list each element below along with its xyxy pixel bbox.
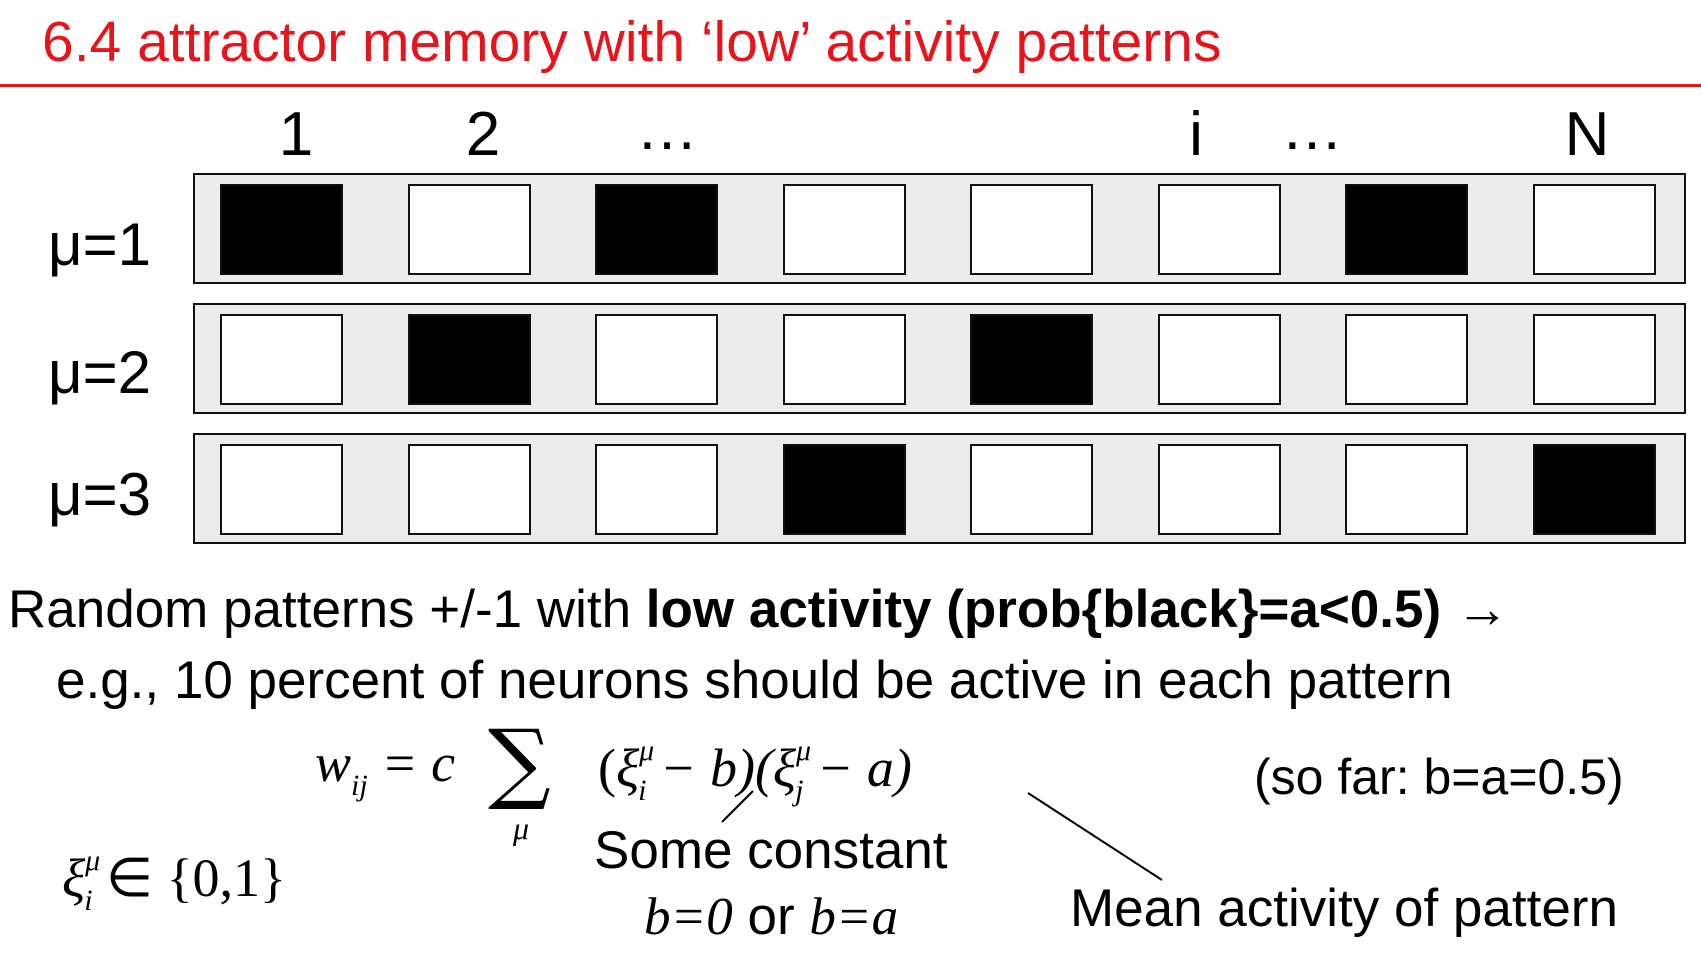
b-equals-a: b=a — [809, 888, 899, 946]
xi-symbol: ξ — [62, 848, 86, 908]
pattern-cell-active — [220, 184, 343, 275]
pattern-cell-inactive — [595, 314, 718, 405]
some-constant-label: Some constant — [594, 821, 948, 880]
pattern-cell-inactive — [782, 314, 906, 405]
pattern-cell-active — [595, 184, 718, 275]
sum-symbol: ∑ — [488, 718, 551, 806]
weight-formula-lhs: wij = c — [315, 736, 455, 801]
xi-subscript: i — [84, 884, 93, 917]
pointer-line-a — [1027, 792, 1163, 881]
pattern-row-2 — [193, 303, 1686, 414]
pattern-cell-active — [782, 444, 906, 535]
pattern-cell-inactive — [1157, 444, 1281, 535]
w-subscript: ij — [351, 769, 368, 802]
pattern-cell-active — [407, 314, 531, 405]
b-zero: b=0 — [644, 888, 733, 946]
weight-formula-rhs: (ξμi − b)(ξμj − a) — [598, 736, 912, 806]
pattern-cell-inactive — [970, 184, 1093, 275]
xi-i-superscript: μ — [639, 734, 655, 767]
pattern-row-3 — [193, 433, 1686, 544]
column-label-ellipsis-1: … — [636, 94, 698, 163]
xi-j-symbol: ξ — [772, 738, 797, 798]
pointer-line-b — [721, 790, 754, 823]
pattern-cell-inactive — [1345, 314, 1468, 405]
minus-b: − b)( — [646, 738, 773, 798]
binary-set-formula: ξμi ∈ {0,1} — [62, 846, 286, 916]
or-word: or — [732, 887, 810, 946]
pattern-row-1 — [193, 173, 1686, 284]
column-label-N: N — [1564, 100, 1610, 169]
low-activity-text: low activity (prob{black}=a<0.5) — [645, 580, 1442, 639]
sum-subscript: μ — [513, 810, 530, 846]
pattern-cell-inactive — [1157, 314, 1281, 405]
pattern-cell-inactive — [407, 444, 531, 535]
pattern-cell-inactive — [595, 444, 718, 535]
column-label-ellipsis-2: … — [1281, 94, 1343, 163]
minus-a: − a) — [803, 738, 912, 798]
pattern-cell-inactive — [1345, 444, 1468, 535]
so-far-note: (so far: b=a=0.5) — [1254, 749, 1624, 805]
sigma-glyph: ∑ — [488, 710, 551, 813]
set-expression: ∈ {0,1} — [92, 848, 286, 908]
mean-activity-label: Mean activity of pattern — [1070, 879, 1618, 938]
column-label-1: 1 — [278, 100, 314, 169]
xi-i-subscript: i — [638, 774, 647, 807]
equals-c: = c — [367, 733, 456, 793]
slide-title: 6.4 attractor memory with ‘low’ activity… — [42, 10, 1222, 74]
row-label-mu-2: μ=2 — [48, 339, 151, 406]
xi-i-symbol: ξ — [615, 738, 640, 798]
column-label-2: 2 — [465, 100, 501, 169]
arrow-right-icon: → — [1455, 580, 1509, 639]
pattern-cell-inactive — [220, 314, 343, 405]
xi-j-subscript: j — [795, 774, 804, 807]
title-underline — [0, 84, 1701, 87]
description-line-2: e.g., 10 percent of neurons should be ac… — [56, 651, 1453, 710]
pattern-cell-active — [970, 314, 1093, 405]
xi-j-superscript: μ — [796, 734, 812, 767]
pattern-cell-inactive — [1532, 314, 1656, 405]
row-label-mu-1: μ=1 — [48, 211, 151, 278]
pattern-cell-inactive — [1157, 184, 1281, 275]
pattern-cell-active — [1345, 184, 1468, 275]
xi-superscript: μ — [85, 844, 101, 877]
open-paren: ( — [598, 738, 616, 798]
pattern-cell-inactive — [407, 184, 531, 275]
w-symbol: w — [315, 733, 352, 793]
b-options-label: b=0 or b=a — [644, 890, 898, 944]
row-label-mu-3: μ=3 — [48, 461, 151, 528]
pattern-cell-inactive — [1532, 184, 1656, 275]
pattern-cell-inactive — [782, 184, 906, 275]
pattern-cell-active — [1532, 444, 1656, 535]
pattern-cell-inactive — [220, 444, 343, 535]
column-label-i: i — [1189, 100, 1203, 169]
pattern-cell-inactive — [970, 444, 1093, 535]
description-prefix: Random patterns +/-1 with — [8, 580, 646, 639]
description-line-1: Random patterns +/-1 with low activity (… — [8, 583, 1509, 636]
